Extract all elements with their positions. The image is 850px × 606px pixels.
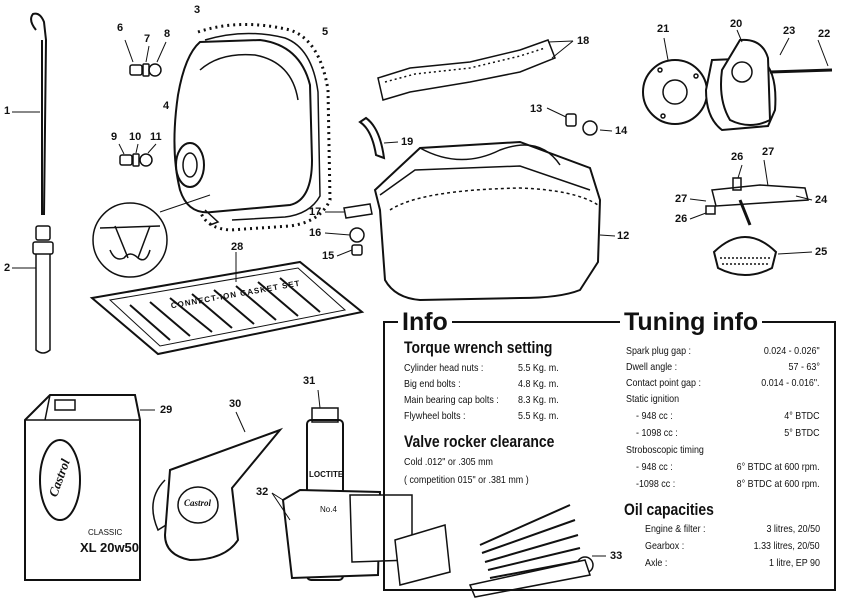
oil-can [24, 394, 155, 581]
oil-label: Gearbox : [645, 540, 685, 552]
dipstick [12, 12, 54, 354]
tuning-title: Tuning info [620, 309, 763, 335]
drain-plug [546, 107, 613, 136]
callout-4: 4 [163, 100, 170, 112]
torque-label: Main bearing cap bolts : [404, 394, 499, 406]
callout-11: 11 [150, 131, 162, 143]
tuning-value: 0.014 - 0.016". [761, 377, 820, 389]
callout-26b: 26 [675, 213, 688, 225]
callout-15: 15 [322, 250, 335, 262]
tuning-value: 57 - 63° [788, 361, 820, 373]
oil-value: 3 litres, 20/50 [766, 523, 820, 535]
callout-21: 21 [657, 23, 670, 35]
feeler-gauges [468, 504, 606, 598]
callout-3: 3 [194, 4, 201, 16]
sealant-boxes [271, 488, 451, 586]
tuning-value: 6° BTDC at 600 rpm. [737, 461, 820, 473]
oil-value: 1.33 litres, 20/50 [754, 540, 820, 552]
tuning-label: Spark plug gap : [626, 345, 691, 357]
torque-value: 5.5 Kg. m. [518, 410, 559, 422]
callout-5: 5 [322, 26, 329, 38]
oil-can-grade: XL 20w50 [80, 540, 140, 555]
torque-title: Torque wrench setting [404, 338, 553, 357]
info-panel [383, 321, 836, 591]
callout-16: 16 [309, 227, 322, 239]
info-title: Info [398, 309, 452, 335]
callout-31: 31 [303, 375, 316, 387]
callout-14: 14 [615, 125, 628, 137]
valve-title: Valve rocker clearance [404, 432, 555, 451]
callout-30: 30 [229, 398, 242, 410]
bolt-washer-6-8 [124, 39, 167, 77]
oil-label: Engine & filter : [645, 523, 706, 535]
tuning-label: - 948 cc : [636, 410, 673, 422]
bolt-washer-9-11 [118, 143, 157, 167]
sump-gasket-strip [377, 39, 574, 101]
torque-label: Cylinder head nuts : [404, 362, 484, 374]
callout-32: 32 [256, 486, 269, 498]
tuning-value: 5° BTDC [784, 427, 820, 439]
jug-brand: Castrol [184, 498, 212, 508]
spray-brand: LOCTITE [309, 470, 344, 479]
callout-23: 23 [783, 25, 796, 37]
oil-value: 1 litre, EP 90 [769, 557, 820, 569]
callout-18: 18 [577, 35, 590, 47]
callout-24: 24 [815, 194, 828, 206]
callout-27b: 27 [675, 193, 688, 205]
tuning-label: - 1098 cc : [636, 427, 678, 439]
oil-title: Oil capacities [624, 500, 714, 519]
bolt-washer-15-17 [324, 203, 373, 257]
callout-27: 27 [762, 146, 775, 158]
callout-28: 28 [231, 241, 244, 253]
callout-25: 25 [815, 246, 828, 258]
oil-can-classic: CLASSIC [88, 528, 123, 537]
torque-value: 5.5 Kg. m. [518, 362, 559, 374]
callout-29: 29 [160, 404, 173, 416]
callout-13: 13 [530, 103, 543, 115]
torque-label: Flywheel bolts : [404, 410, 466, 422]
box-label: No.4 [320, 505, 337, 514]
oil-label: Axle : [645, 557, 668, 569]
callout-20: 20 [730, 18, 743, 30]
tuning-value: 8° BTDC at 600 rpm. [737, 478, 820, 490]
tuning-value: 4° BTDC [784, 410, 820, 422]
torque-value: 4.8 Kg. m. [518, 378, 559, 390]
callout-8: 8 [164, 28, 171, 40]
callout-6: 6 [117, 22, 124, 34]
callout-2: 2 [4, 262, 11, 274]
tuning-label: Stroboscopic timing [626, 444, 704, 456]
callout-33: 33 [610, 550, 623, 562]
torque-label: Big end bolts : [404, 378, 461, 390]
callout-7: 7 [144, 33, 151, 45]
tuning-label: - 948 cc : [636, 461, 673, 473]
callout-26: 26 [731, 151, 744, 163]
callout-22: 22 [818, 28, 831, 40]
callout-17: 17 [309, 206, 322, 218]
oil-jug [152, 411, 284, 562]
tuning-label: -1098 cc : [636, 478, 676, 490]
callout-9: 9 [111, 131, 118, 143]
seal-19 [358, 116, 399, 160]
callout-1: 1 [4, 105, 11, 117]
tuning-value: 0.024 - 0.026" [764, 345, 820, 357]
magnified-detail [92, 194, 211, 278]
valve-competition: ( competition 015" or .381 mm ) [404, 474, 529, 486]
torque-value: 8.3 Kg. m. [518, 394, 559, 406]
tuning-label: Dwell angle : [626, 361, 678, 373]
callout-19: 19 [401, 136, 414, 148]
oil-pump [642, 29, 833, 132]
callout-10: 10 [129, 131, 142, 143]
sump-pan [373, 140, 616, 302]
oil-strainer [689, 159, 813, 276]
tuning-label: Static ignition [626, 393, 680, 405]
tuning-label: Contact point gap : [626, 377, 701, 389]
gasket-set [89, 252, 365, 356]
timing-cover [173, 23, 332, 232]
callout-12: 12 [617, 230, 630, 242]
valve-cold: Cold .012" or .305 mm [404, 456, 493, 468]
